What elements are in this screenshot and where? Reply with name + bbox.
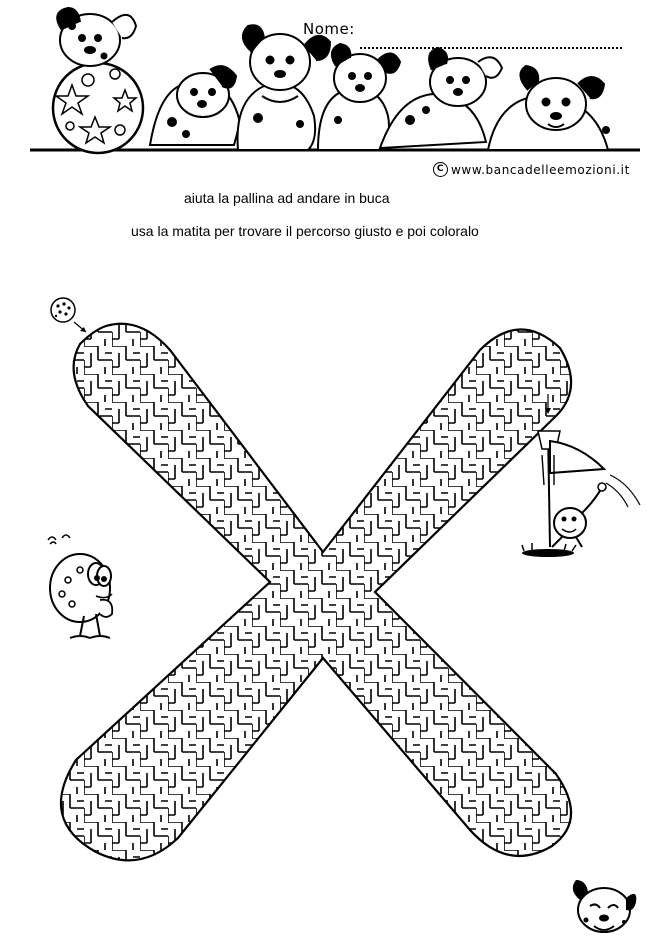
name-write-line[interactable] bbox=[360, 47, 622, 49]
golf-ball-with-flag-icon bbox=[521, 430, 641, 557]
golf-ball-start-icon bbox=[50, 297, 76, 323]
website-credit: C www.bancadelleemozioni.it bbox=[433, 162, 630, 177]
copyright-icon: C bbox=[433, 162, 448, 177]
puppy-face-corner-icon bbox=[572, 880, 637, 933]
website-url: www.bancadelleemozioni.it bbox=[451, 162, 630, 177]
puppy-5-icon bbox=[378, 46, 504, 150]
puppy-6-icon bbox=[486, 64, 610, 151]
start-arrow-icon bbox=[73, 321, 87, 333]
puppies-header-illustration bbox=[30, 6, 640, 155]
instruction-line-2: usa la matita per trovare il percorso gi… bbox=[131, 223, 479, 239]
puppy-1-icon bbox=[56, 6, 138, 67]
puppy-2-icon bbox=[148, 65, 242, 146]
puppy-3-icon bbox=[236, 24, 332, 151]
ladybug-character-icon bbox=[47, 534, 114, 639]
instruction-line-1: aiuta la pallina ad andare in buca bbox=[184, 190, 390, 206]
star-ball-icon bbox=[51, 61, 145, 155]
name-label: Nome: bbox=[303, 20, 355, 38]
puppy-4-icon bbox=[316, 42, 402, 151]
x-maze[interactable] bbox=[0, 290, 650, 870]
end-arrow-icon bbox=[545, 394, 551, 414]
